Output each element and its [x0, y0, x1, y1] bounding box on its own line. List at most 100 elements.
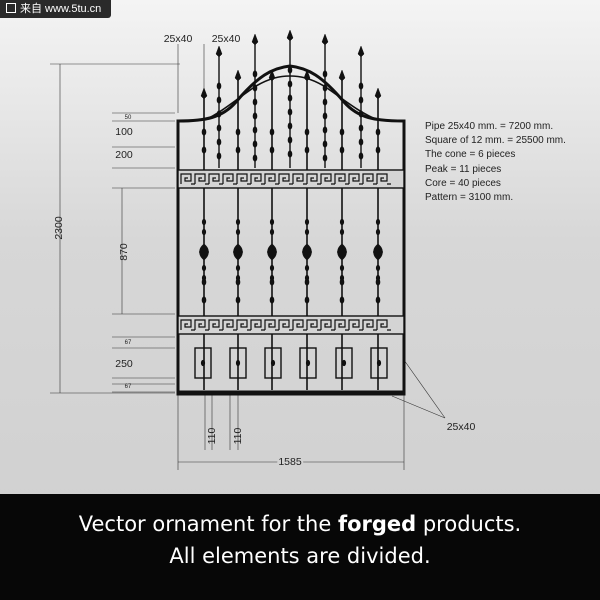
dimension-line — [391, 395, 446, 419]
core-knob — [375, 264, 381, 272]
spec-line: The cone = 6 pieces — [425, 149, 516, 161]
core-knob — [339, 264, 345, 272]
core-knob — [304, 228, 310, 236]
core-knob — [322, 154, 328, 162]
core-knob — [304, 274, 310, 282]
core-knob — [270, 359, 276, 367]
core-knob — [358, 82, 364, 90]
dim-250: 250 — [115, 358, 133, 370]
lower-panel — [264, 347, 282, 379]
footer-text: products. — [416, 512, 522, 536]
core-knob — [201, 264, 207, 272]
gate-drawing: 25x40 25x40 50 100 200 2300 870 67 250 6… — [50, 29, 475, 470]
core-knob — [216, 138, 222, 146]
core-knob — [201, 296, 207, 304]
core-knob — [252, 98, 258, 106]
core-knob — [358, 110, 364, 118]
core-knob — [339, 296, 345, 304]
core-knob — [375, 296, 381, 304]
core-knob — [339, 218, 345, 226]
core-knob — [304, 146, 310, 154]
spear-tip-icon — [374, 87, 382, 100]
pattern-band-top — [177, 169, 405, 189]
core-knob — [305, 359, 311, 367]
footer-bold-word: forged — [337, 512, 417, 536]
core-knob — [269, 146, 275, 154]
core-knob — [375, 274, 381, 282]
lower-panel — [229, 347, 247, 379]
core-knob — [269, 228, 275, 236]
spear-tip-icon — [357, 45, 365, 58]
core-knob — [201, 128, 207, 136]
core-knob — [304, 128, 310, 136]
footer-line-2: All elements are divided. — [169, 544, 431, 568]
core-knob — [201, 228, 207, 236]
core-knob — [322, 140, 328, 148]
core-knob — [287, 136, 293, 144]
spec-line: Peak = 11 pieces — [425, 163, 502, 175]
core-knob — [287, 66, 293, 74]
dim-50: 50 — [125, 115, 132, 121]
watermark: 来自 www.5tu.cn — [0, 0, 112, 18]
dimension-line — [403, 359, 446, 419]
core-knob — [269, 274, 275, 282]
core-knob — [358, 138, 364, 146]
core-knob — [235, 274, 241, 282]
dim-110-right: 110 — [232, 427, 244, 444]
core-knob — [287, 108, 293, 116]
core-knob — [322, 112, 328, 120]
core-knob — [358, 152, 364, 160]
core-knob — [375, 218, 381, 226]
core-knob — [375, 228, 381, 236]
core-knob — [341, 359, 347, 367]
lower-panel — [299, 347, 317, 379]
dim-2300: 2300 — [53, 216, 65, 240]
gate — [176, 29, 406, 396]
core-knob — [235, 359, 241, 367]
core-knob — [375, 128, 381, 136]
core-knob — [235, 146, 241, 154]
core-knob — [252, 70, 258, 78]
core-knob — [287, 80, 293, 88]
core-knob — [339, 228, 345, 236]
core-knob — [269, 296, 275, 304]
core-knob — [252, 140, 258, 148]
dim-top-left: 25x40 — [164, 33, 193, 45]
dim-110-left: 110 — [206, 427, 218, 444]
core-knob — [235, 296, 241, 304]
spec-line: Pipe 25x40 mm. = 7200 mm. — [425, 121, 554, 132]
pattern-band-bottom — [177, 315, 405, 335]
core-knob — [287, 150, 293, 158]
spear-tip-icon — [234, 69, 242, 82]
core-knob — [358, 124, 364, 132]
dim-100: 100 — [115, 126, 133, 138]
core-knob — [216, 152, 222, 160]
spear-tip-icon — [215, 45, 223, 58]
lower-panel — [194, 347, 212, 379]
core-knob — [322, 84, 328, 92]
greek-key-pattern — [180, 319, 391, 331]
core-knob — [339, 128, 345, 136]
spear-tip-icon — [268, 69, 276, 82]
core-knob — [322, 70, 328, 78]
core-knob — [322, 98, 328, 106]
spear-tip-icon — [303, 69, 311, 82]
core-knob — [252, 112, 258, 120]
core-knob — [235, 128, 241, 136]
core-knob — [252, 84, 258, 92]
lower-panel — [370, 347, 388, 379]
dim-67-top: 67 — [125, 340, 132, 346]
footer-banner: Vector ornament for the forged products.… — [0, 494, 600, 600]
footer-line-1: Vector ornament for the forged products. — [0, 512, 600, 536]
core-knob — [201, 146, 207, 154]
dim-200: 200 — [115, 149, 133, 161]
spear-tip-icon — [251, 33, 259, 46]
lower-panel — [335, 347, 353, 379]
spec-line: Pattern = 3100 mm. — [425, 192, 514, 204]
dim-67-bottom: 67 — [125, 384, 132, 390]
core-knob — [322, 126, 328, 134]
core-knob — [304, 264, 310, 272]
core-knob — [304, 218, 310, 226]
core-knob — [287, 122, 293, 130]
core-knob — [235, 218, 241, 226]
